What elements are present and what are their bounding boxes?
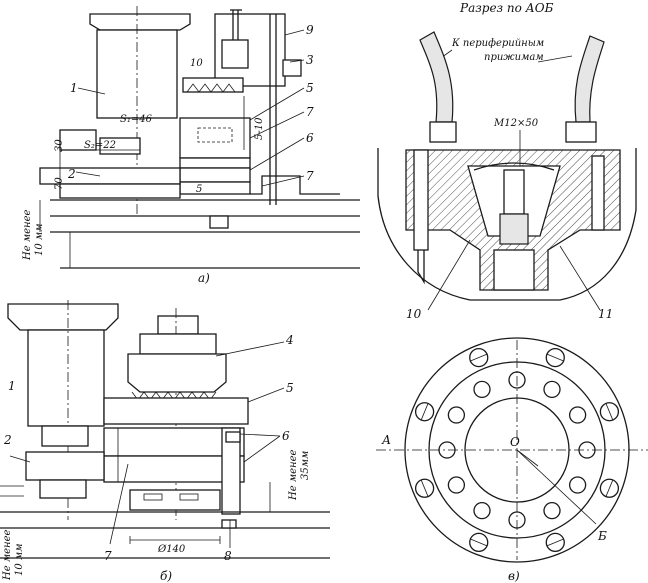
- v-hose-right: [574, 35, 605, 123]
- panel-b: 4 5 1 2 6 7 8 Ø140 Не менее 35мм Не мене…: [0, 300, 330, 583]
- bolt-hole: [599, 402, 620, 422]
- v-arrow-text-1: К периферийным: [451, 38, 544, 49]
- bolt-hole: [543, 501, 561, 520]
- bolt-hole: [545, 347, 565, 368]
- g-label-o: О: [510, 435, 520, 449]
- panel-g: А Б О в): [376, 337, 648, 583]
- bolt-hole: [599, 478, 620, 498]
- bolt-slot: [420, 403, 429, 421]
- b-dim-min10a: Не менее: [2, 529, 13, 581]
- bolt-hole: [414, 478, 435, 498]
- bolt-hole: [473, 380, 491, 399]
- b-part-2: [25, 451, 105, 481]
- bolt-hole: [508, 511, 526, 529]
- v-label-10: 10: [406, 307, 422, 321]
- b-caption: б): [160, 569, 172, 583]
- b-part-1: [27, 329, 105, 427]
- bolt-hole: [545, 532, 565, 553]
- v-bolt-10: [413, 149, 429, 251]
- bolt-hole: [447, 406, 466, 424]
- bolt-hole: [568, 406, 587, 424]
- a-caption: а): [198, 271, 210, 285]
- b-label-6: 6: [282, 429, 290, 443]
- g-label-b: Б: [597, 529, 607, 543]
- b-part-5: [103, 397, 249, 425]
- g-bolt-holes: [414, 347, 620, 553]
- a-label-10: 10: [190, 58, 203, 69]
- a-label-1: 1: [70, 81, 78, 95]
- a-label-9: 9: [306, 23, 314, 37]
- b-press-head: [7, 303, 119, 331]
- b-dim-min35a: Не менее: [288, 449, 299, 501]
- a-dim-70: 70: [54, 177, 65, 190]
- bolt-slot: [546, 538, 564, 547]
- panel-v: Разрез по АОБ К периферийным прижимам М1…: [377, 1, 637, 321]
- b-dim-min10b: 10 мм: [14, 544, 25, 577]
- a-label-6: 6: [306, 131, 314, 145]
- part-5-plate: [179, 117, 251, 159]
- a-dim-min: Не менее: [22, 209, 33, 261]
- a-dim-s2: S₂=22: [84, 140, 116, 151]
- panel-a: 1 10 9 3 5 7 6 7 2 5 S₁=46 S₂=22 30 70 5…: [22, 6, 360, 285]
- v-hose-left: [419, 31, 454, 123]
- bolt-slot: [470, 538, 488, 547]
- bolt-hole: [543, 380, 561, 399]
- g-label-a: А: [381, 433, 391, 447]
- b-label-7: 7: [104, 549, 112, 563]
- a-label-3: 3: [306, 53, 314, 67]
- a-dim-min-val: 10 мм: [34, 224, 45, 257]
- bolt-slot: [546, 353, 564, 362]
- v-arrow-text-2: прижимам: [484, 52, 544, 63]
- bolt-hole: [438, 441, 456, 459]
- b-label-2: 2: [3, 433, 12, 447]
- a-dim-30: 30: [54, 139, 65, 152]
- b-label-5: 5: [286, 381, 294, 395]
- a-label-2: 2: [67, 167, 76, 181]
- v-bolt-11: [591, 155, 605, 231]
- b-label-1: 1: [8, 379, 16, 393]
- bolt-hole: [508, 371, 526, 389]
- bolt-hole: [469, 532, 489, 553]
- bolt-hole: [578, 441, 596, 459]
- v-label-11: 11: [598, 307, 613, 321]
- a-label-5b: 5: [196, 184, 202, 195]
- press-head: [89, 13, 191, 31]
- g-caption: в): [508, 569, 520, 583]
- b-part-4: [127, 353, 227, 393]
- b-label-8: 8: [224, 549, 232, 563]
- bolt-slot: [605, 479, 614, 497]
- v-housing: [377, 148, 637, 301]
- a-label-7b: 7: [306, 169, 314, 183]
- v-title: Разрез по АОБ: [459, 1, 554, 15]
- b-dim-diam: Ø140: [157, 544, 186, 555]
- bolt-slot: [420, 479, 429, 497]
- bolt-hole: [447, 476, 466, 494]
- a-label-7: 7: [306, 105, 314, 119]
- bolt-slot: [470, 353, 488, 362]
- b-label-4: 4: [285, 333, 294, 347]
- bolt-hole: [473, 501, 491, 520]
- bolt-hole: [568, 476, 587, 494]
- bolt-slot: [605, 403, 614, 421]
- a-label-5: 5: [306, 81, 314, 95]
- b-dim-min35b: 35мм: [300, 451, 311, 480]
- bolt-hole: [469, 347, 489, 368]
- bolt-hole: [414, 402, 435, 422]
- a-dim-s1: S₁=46: [120, 114, 153, 125]
- a-dim-5-10: 5-10: [254, 117, 265, 140]
- v-thread: М12×50: [493, 118, 539, 129]
